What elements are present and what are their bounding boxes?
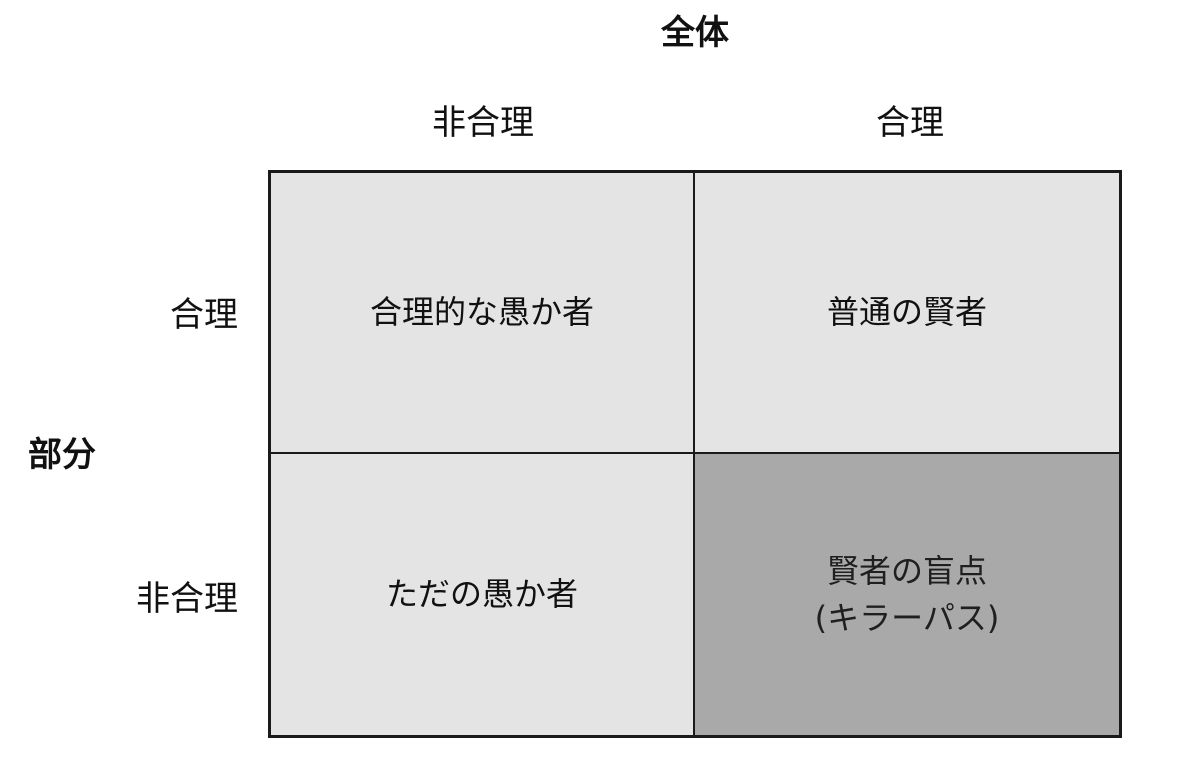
quadrant-bottom-left: ただの愚か者 (271, 454, 695, 735)
quadrant-top-right-label: 普通の賢者 (826, 293, 987, 332)
quadrant-top-right: 普通の賢者 (695, 173, 1119, 454)
row-label-irrational: 非合理 (136, 579, 238, 619)
quadrant-top-left: 合理的な愚か者 (271, 173, 695, 454)
quadrant-bottom-right: 賢者の盲点 (キラーパス) (695, 454, 1119, 735)
column-label-rational: 合理 (876, 103, 944, 143)
left-axis-title: 部分 (28, 435, 96, 475)
quadrant-bottom-right-text: 賢者の盲点 (キラーパス) (815, 548, 1000, 641)
quadrant-bottom-left-label: ただの愚か者 (385, 575, 578, 614)
column-label-irrational: 非合理 (432, 103, 534, 143)
row-label-rational: 合理 (170, 295, 238, 335)
quadrant-matrix: 合理的な愚か者 普通の賢者 ただの愚か者 賢者の盲点 (キラーパス) (268, 170, 1122, 738)
top-axis-title: 全体 (661, 13, 729, 53)
quadrant-bottom-right-label-line2: (キラーパス) (814, 598, 1000, 637)
quadrant-bottom-right-label-line1: 賢者の盲点 (826, 552, 987, 591)
quadrant-top-left-label: 合理的な愚か者 (369, 293, 594, 332)
